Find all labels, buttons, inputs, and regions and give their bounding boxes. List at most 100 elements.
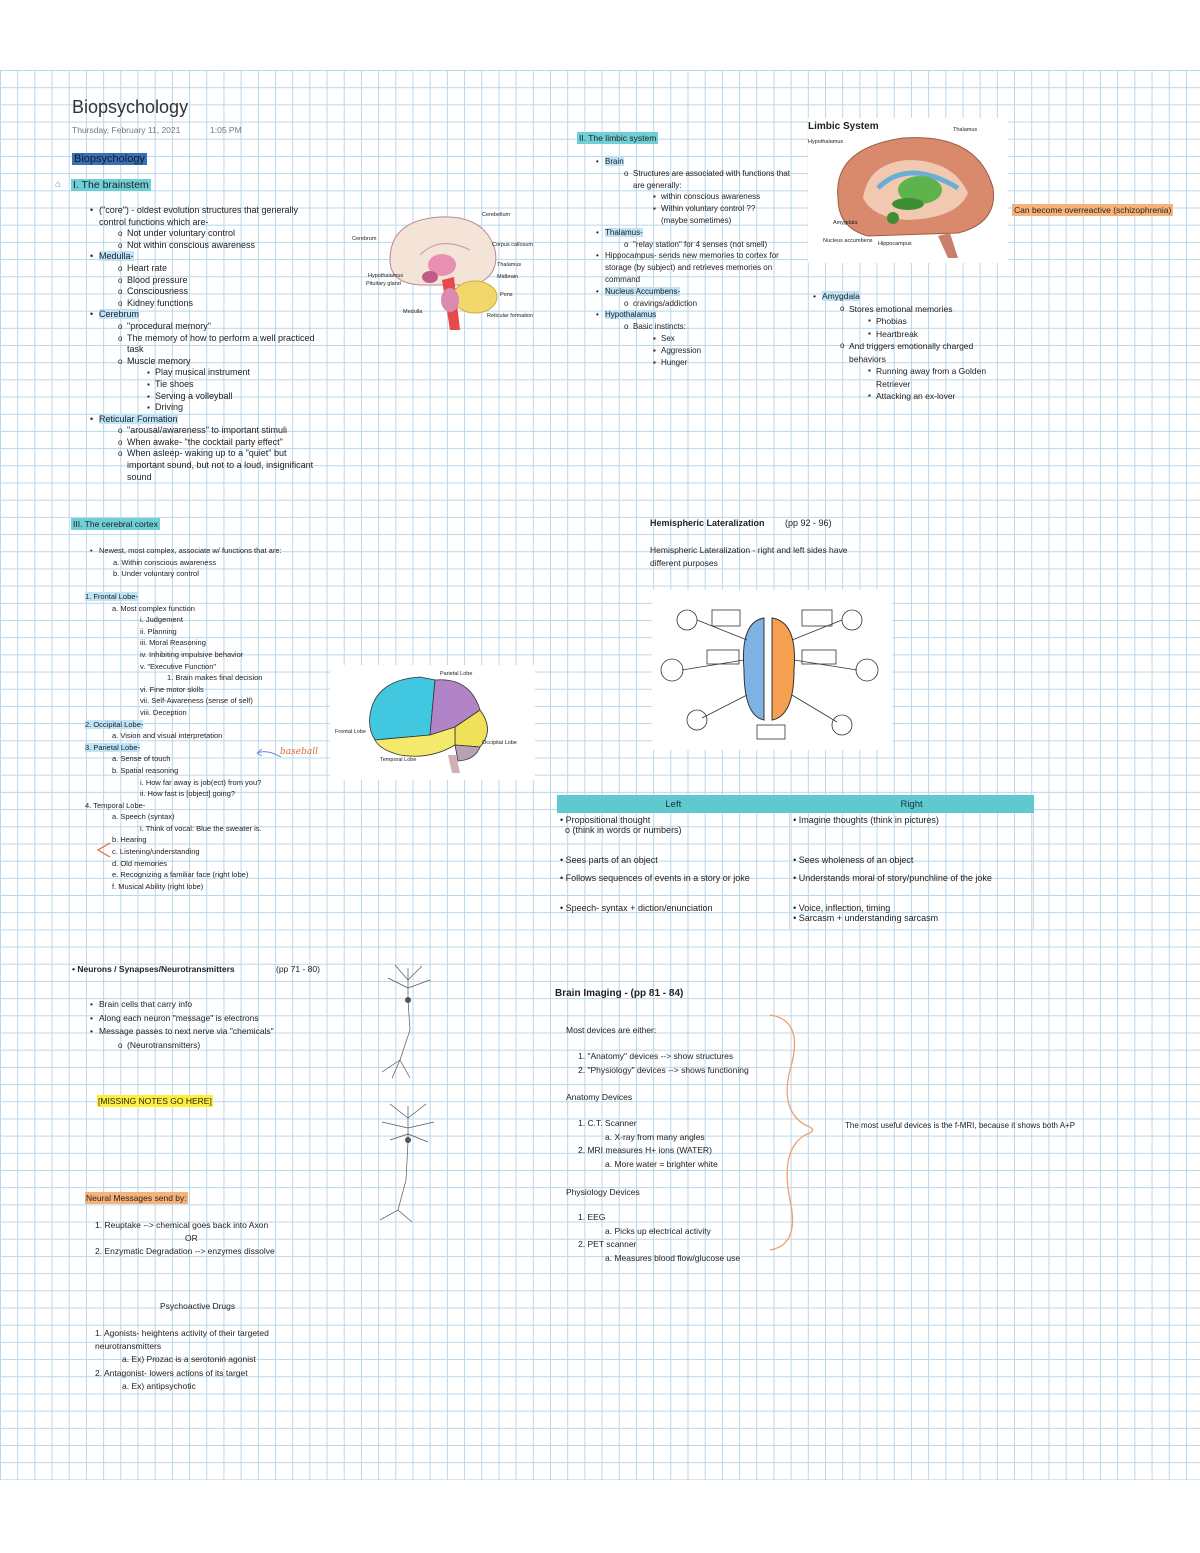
neuron-figure [379,1103,435,1223]
neurons-item: (Neurotransmitters) [118,1039,329,1053]
amygdala-item: Amygdala [813,290,1012,303]
imaging-item: a. Measures blood flow/glucose use [605,1252,741,1263]
brainstem-item: Cerebrum [90,309,324,321]
lobe-item: v. "Executive Function" [140,661,217,671]
table-cell: • Sees wholeness of an object [789,853,1034,871]
table-row: • Sees parts of an object • Sees wholene… [557,853,1034,871]
lobe-item: c. Listening/understanding [112,847,200,857]
cortex-heading: III. The cerebral cortex [71,518,160,530]
brainstem-item: When awake- "the cocktail party effect" [118,437,324,449]
lobe-item: vi. Fine motor skills [140,684,204,694]
psychoactive-list: 1. Agonists- heightens activity of their… [95,1327,315,1393]
amygdala-item: Attacking an ex-lover [868,390,1012,403]
neurons-item: Message passes to next nerve via "chemic… [90,1025,329,1039]
psychoactive-item: a. Ex) Prozac is a serotonin agonist [122,1354,256,1365]
missing-notes: [MISSING NOTES GO HERE] [97,1095,213,1107]
lobe-item: iv. Inhibiting impulsive behavior [140,649,244,659]
anatomy-list: 1. C.T. Scanner a. X-ray from many angle… [578,1117,718,1171]
brainstem-item: The memory of how to perform a well prac… [118,333,324,356]
lateralization-table: Left Right • Propositional thought o (th… [557,795,1034,929]
table-row: • Speech- syntax + diction/enunciation •… [557,901,1034,929]
table-cell: • Understands moral of story/punchline o… [789,871,1034,901]
psychoactive-item: 2. Antagonist- lowers actions of its tar… [95,1367,248,1378]
table-cell: • Voice, inflection, timing • Sarcasm + … [789,901,1034,929]
imaging-item: a. More water = brighter white [605,1158,718,1169]
fig-label: Occipital Lobe [482,740,517,746]
brainstem-item: Driving [147,402,324,414]
lobe-item: a. Sense of touch [112,754,171,764]
fig-label: Cerebellum [482,212,511,218]
lobe-item: ii. How fast is [object] going? [140,789,236,799]
neurons-notes: Brain cells that carry info Along each n… [90,998,329,1053]
table-cell: • Follows sequences of events in a story… [557,871,791,901]
cortex-item: Newest, most complex, associate w/ funct… [90,545,329,557]
fig-label: Temporal Lobe [380,757,417,763]
table-cell: • Propositional thought o (think in word… [557,813,791,853]
fig-label: Parietal Lobe [440,671,473,677]
handwritten-brace-icon [769,1014,814,1251]
amygdala-notes: Amygdala Stores emotional memories Phobi… [813,290,1012,403]
limbic-item: cravings/addiction [624,298,795,310]
brain-lobes-figure [330,665,535,780]
lobe-item: e. Recognizing a familiar face (right lo… [112,870,249,880]
lobe-item: i. How far away is job(ect) from you? [140,777,262,787]
imaging-item: 2. PET scanner [578,1239,637,1249]
physiology-list: 1. EEG a. Picks up electrical activity 2… [578,1211,740,1265]
limbic-system-figure [808,118,1008,263]
page-title: Biopsychology [72,97,189,117]
table-header-right: Right [789,795,1034,813]
neurons-item: Brain cells that carry info [90,998,329,1012]
psychoactive-heading: Psychoactive Drugs [160,1301,236,1311]
limbic-item: "relay station" for 4 senses (not smell) [624,239,795,251]
lobe-item: 3. Parietal Lobe- [85,742,141,752]
limbic-item: Structures are associated with functions… [624,168,795,192]
lobe-item: 1. Brain makes final decision [167,673,263,683]
neurons-item: Along each neuron "message" is electrons [90,1012,329,1026]
lobe-item: a. Most complex function [112,603,195,613]
imaging-item: 1. EEG [578,1212,606,1222]
fig-label: Hypothalamus [368,273,404,279]
imaging-intro: Most devices are either: [566,1025,657,1035]
limbic-item: Sex [653,333,795,345]
imaging-item: a. Picks up electrical activity [605,1225,711,1236]
hemispheres-figure [652,590,892,750]
neurons-heading: • Neurons / Synapses/Neurotransmitters [72,964,235,974]
cortex-item: a. Within conscious awareness [113,557,216,567]
fig-label: Hypothalamus [808,139,844,145]
fig-label: Hippocampus [878,241,912,247]
fig-label: Thalamus [953,127,978,133]
handwritten-note: baseball [280,747,318,757]
brainstem-item: When asleep- waking up to a "quiet" but … [118,448,324,483]
fig-label: Reticular formation [487,313,534,319]
neurons-pages: (pp 71 - 80) [276,964,320,974]
limbic-item: Hunger [653,357,795,369]
anatomy-heading: Anatomy Devices [566,1092,633,1102]
psychoactive-item: 1. Agonists- heightens activity of their… [95,1328,269,1352]
brainstem-item: Kidney functions [118,298,324,310]
lobe-item: i. Judgement [140,615,183,625]
neural-item: OR [185,1233,198,1244]
brainstem-item: ("core") - oldest evolution structures t… [90,205,324,228]
limbic-item: (maybe sometimes) [661,215,732,225]
handwritten-arrow-icon [96,842,111,858]
amygdala-item: Heartbreak [868,328,1012,341]
handwritten-arrow-icon [256,748,282,758]
imaging-side-note: The most useful devices is the f-MRI, be… [845,1121,1076,1130]
lobe-item: a. Speech (syntax) [112,812,175,822]
lobe-item: f. Musical Ability (right lobe) [112,881,204,891]
lobe-item: 4. Temporal Lobe- [85,800,146,810]
fig-label: Corpus callosum [492,242,533,248]
neural-messages-heading: Neural Messages send by: [85,1192,188,1204]
table-cell: • Sees parts of an object [557,853,791,871]
imaging-item: 1. "Anatomy" devices --> show structures [578,1051,734,1061]
fig-label: Amygdala [833,220,858,226]
lobe-item: viii. Deception [140,707,187,717]
brainstem-item: Tie shoes [147,379,324,391]
lobe-item: 1. Frontal Lobe- [85,592,138,601]
collapse-icon[interactable]: ⌂ [55,179,62,190]
limbic-heading: II. The limbic system [577,132,659,144]
brainstem-heading: I. The brainstem [71,179,151,191]
brainstem-notes: ("core") - oldest evolution structures t… [90,205,324,483]
lobe-item: b. Spatial reasoning [112,765,179,775]
limbic-item: Aggression [653,345,795,357]
